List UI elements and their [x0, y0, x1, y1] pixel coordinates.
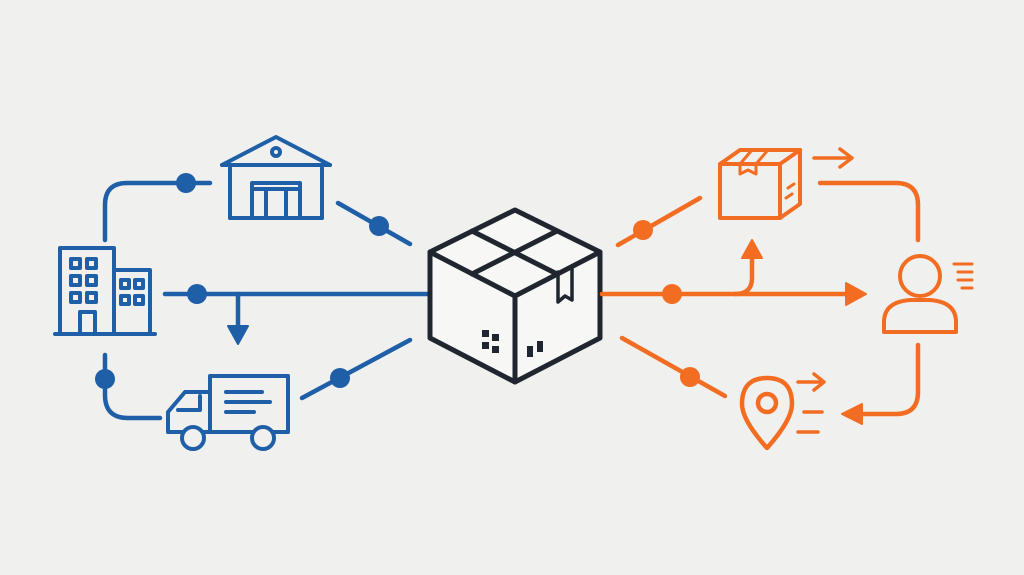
package-box-icon — [427, 207, 603, 385]
motion-arrow-icon — [812, 147, 854, 169]
small-package-icon — [718, 148, 802, 220]
connector-node — [662, 284, 682, 304]
location-pin-icon — [739, 372, 826, 451]
connector-hub-package — [615, 195, 703, 248]
connector-node — [680, 367, 700, 387]
left-arrow-icon — [841, 403, 863, 425]
connector-customer-location — [857, 342, 921, 417]
supply-side-group — [53, 135, 431, 451]
connector-building-warehouse — [102, 180, 213, 243]
customer-person-icon — [882, 254, 974, 334]
connector-package-customer — [817, 180, 921, 243]
connector-node — [633, 220, 653, 240]
warehouse-icon — [220, 135, 332, 220]
delivery-truck-icon — [166, 374, 290, 451]
right-arrow-icon — [845, 282, 867, 306]
office-building-icon — [53, 246, 157, 336]
connector-node — [187, 284, 207, 304]
connector-node — [95, 369, 115, 389]
down-arrow-icon — [227, 291, 249, 345]
connector-hub-location — [619, 335, 728, 399]
connector-node — [330, 368, 350, 388]
connector-node — [369, 216, 389, 236]
delivery-side-group — [599, 147, 974, 451]
connector-node — [176, 173, 196, 193]
up-arrow-icon — [732, 239, 763, 297]
connector-truck-hub — [299, 337, 413, 401]
connector-building-truck — [102, 352, 163, 421]
